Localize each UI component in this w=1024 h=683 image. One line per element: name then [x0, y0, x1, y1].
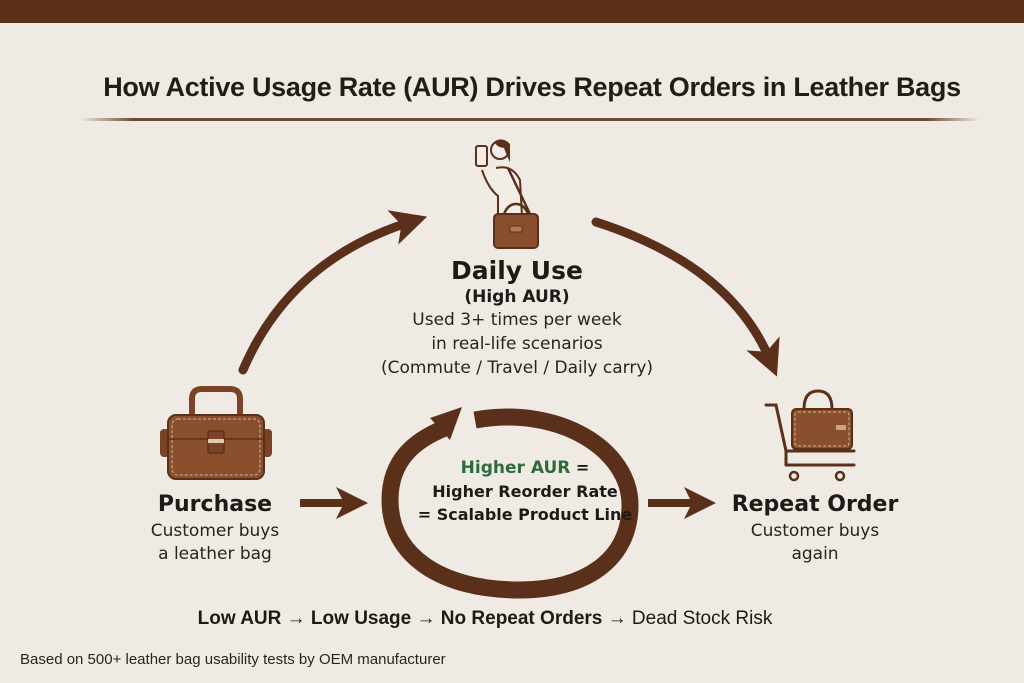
title-divider: [80, 118, 980, 121]
daily-use-subtitle: (High AUR): [464, 287, 570, 307]
cycle-line-reorder: Higher Reorder Rate: [432, 482, 618, 501]
chain-item: No Repeat Orders: [440, 608, 603, 629]
node-daily-use: Daily Use (High AUR) Used 3+ times per w…: [352, 256, 682, 380]
node-repeat-order: Repeat Order Customer buys again: [720, 490, 910, 566]
chain-arrow: →: [416, 608, 436, 629]
purchase-desc-line: Customer buys: [150, 521, 280, 541]
cycle-statement: Higher AUR = Higher Reorder Rate = Scala…: [400, 456, 650, 526]
chain-item: Low AUR: [197, 608, 282, 629]
chain-arrow: →: [286, 608, 306, 629]
arrow-daily-to-repeat: [591, 217, 780, 377]
arrow-purchase-to-daily: [238, 210, 428, 375]
equals-sign: =: [570, 458, 590, 477]
cycle-loop: [381, 408, 639, 599]
chain-item: Low Usage: [310, 608, 412, 629]
repeat-order-title: Repeat Order: [731, 492, 899, 517]
cycle-loop-arrowhead: [430, 407, 462, 440]
footnote: Based on 500+ leather bag usability test…: [20, 651, 446, 668]
low-aur-chain: Low AUR → Low Usage → No Repeat Orders →…: [0, 608, 970, 630]
repeat-order-desc-line: Customer buys: [750, 521, 880, 541]
purchase-desc-line: a leather bag: [158, 544, 272, 564]
chain-item: Dead Stock Risk: [631, 608, 773, 629]
higher-aur-highlight: Higher AUR: [460, 458, 571, 478]
repeat-order-desc-line: again: [791, 544, 839, 564]
cycle-line-scalable: = Scalable Product Line: [417, 505, 633, 524]
daily-use-desc-line: in real-life scenarios: [431, 334, 603, 354]
leather-bag-icon: [160, 386, 272, 480]
purchase-title: Purchase: [157, 492, 273, 517]
person-with-phone-and-bag-icon: [475, 139, 539, 249]
top-banner: [0, 0, 1024, 23]
node-purchase: Purchase Customer buys a leather bag: [120, 490, 310, 566]
shopping-cart-with-bag-icon: [764, 389, 856, 482]
daily-use-desc-line: (Commute / Travel / Daily carry): [380, 358, 654, 378]
page-title: How Active Usage Rate (AUR) Drives Repea…: [103, 72, 961, 102]
daily-use-desc-line: Used 3+ times per week: [412, 310, 622, 330]
daily-use-title: Daily Use: [451, 256, 583, 285]
chain-arrow: →: [607, 608, 627, 629]
